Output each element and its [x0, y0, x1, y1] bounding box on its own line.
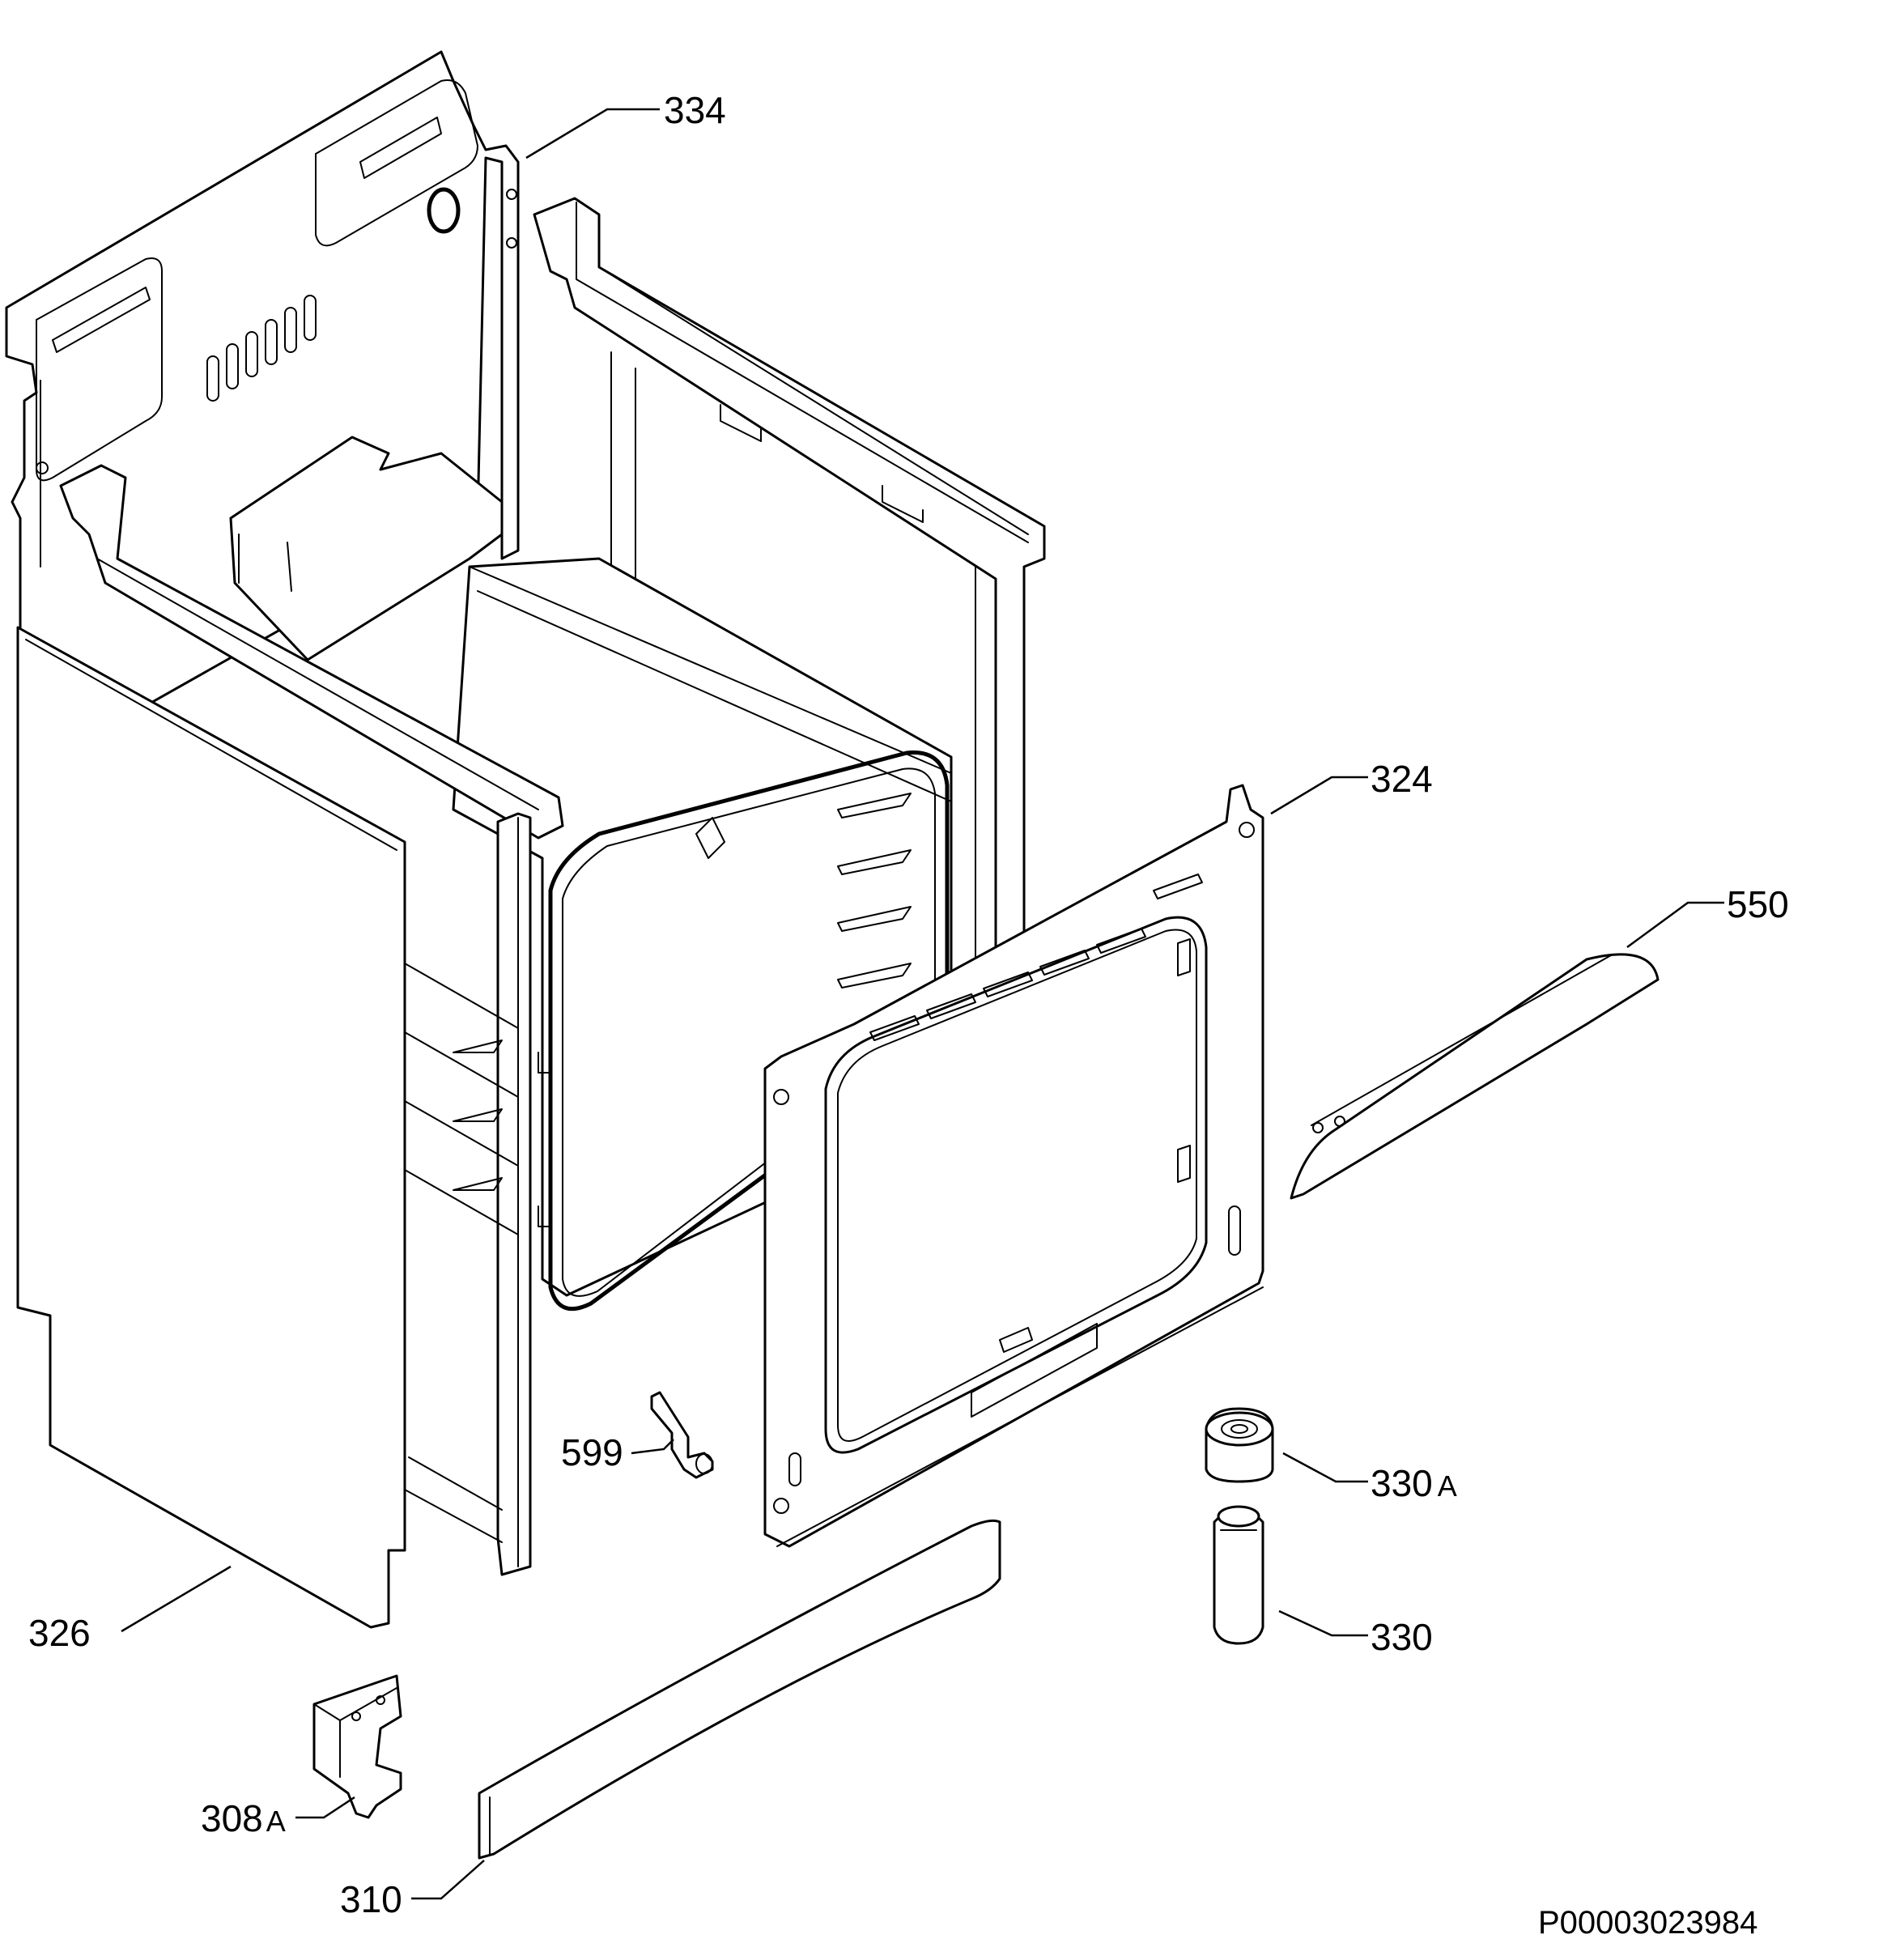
callout-599: 599 — [561, 1431, 623, 1473]
front-top-rail — [59, 464, 564, 1576]
callout-550: 550 — [1727, 883, 1789, 925]
callout-330: 330 — [1371, 1616, 1433, 1658]
callout-324: 324 — [1371, 758, 1433, 800]
part-310-kick-panel — [478, 1519, 1001, 1860]
leader-lines — [121, 108, 1724, 1900]
part-324-front-frame — [763, 784, 1264, 1548]
part-330a-roller — [1205, 1407, 1274, 1483]
part-550-trim-strip — [1290, 953, 1660, 1200]
part-326-side-panel — [16, 626, 519, 1629]
callout-334: 334 — [664, 89, 726, 131]
part-599-bracket — [650, 1391, 714, 1479]
part-308a-hinge — [312, 1674, 402, 1819]
callout-326: 326 — [28, 1612, 91, 1654]
part-330-foot — [1213, 1505, 1264, 1645]
callout-310: 310 — [340, 1878, 402, 1920]
reference-code: P00003023984 — [1538, 1905, 1757, 1941]
